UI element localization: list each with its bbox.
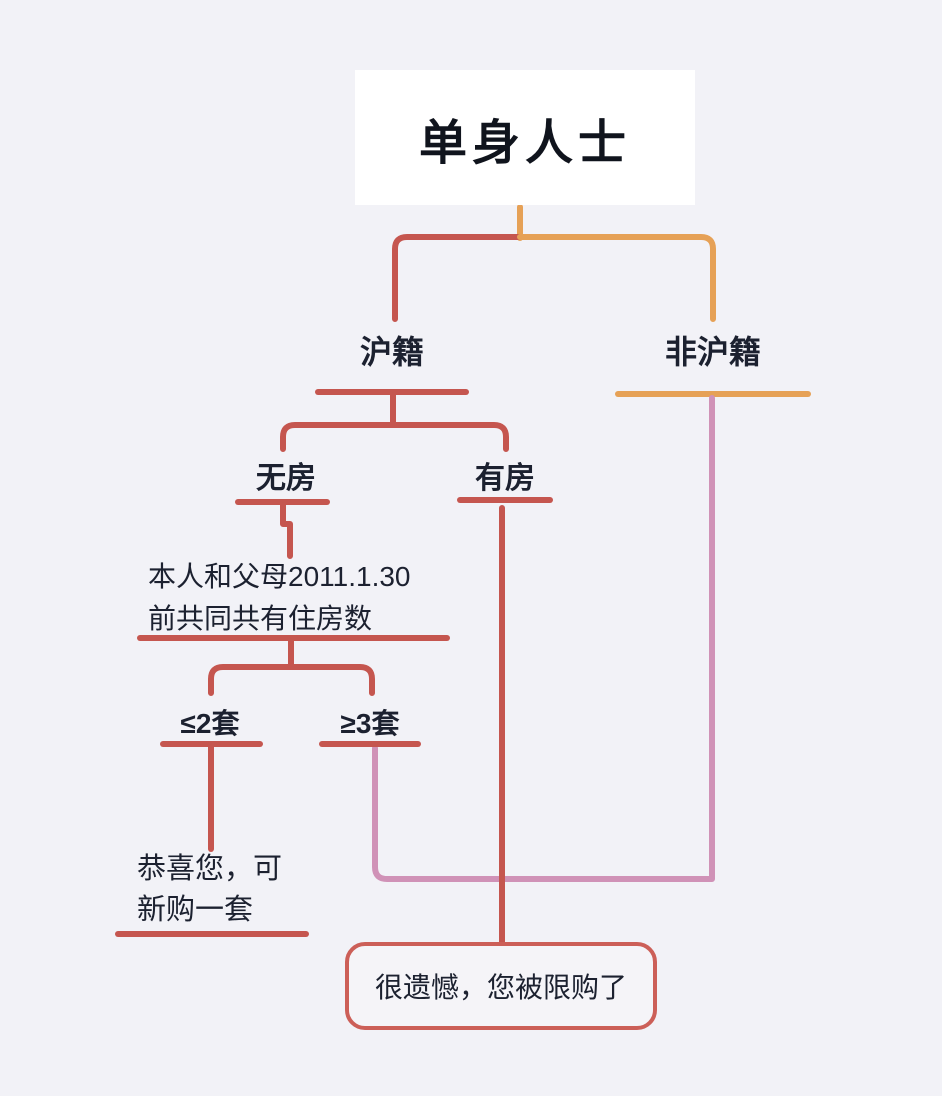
edge-non-shanghai-and-ge3-to-restricted <box>372 395 715 882</box>
node-congrats: 恭喜您，可 新购一套 <box>137 849 282 931</box>
node-shanghai: 沪籍 <box>359 334 424 370</box>
edge-root-to-non-shanghai <box>517 234 716 322</box>
congrats-line-2: 新购一套 <box>137 894 254 926</box>
restricted-label: 很遗憾，您被限购了 <box>374 972 627 1003</box>
node-no-house: 无房 <box>256 462 316 495</box>
node-restricted: 很遗憾，您被限购了 <box>345 942 657 1030</box>
congrats-line-1: 恭喜您，可 <box>137 853 283 885</box>
node-le2: ≤2套 <box>180 708 240 739</box>
node-has-house: 有房 <box>475 462 535 495</box>
condition-line-2: 前共同共有住房数 <box>148 603 373 634</box>
root-node-label: 单身人士 <box>418 116 631 170</box>
node-condition: 本人和父母2011.1.30 前共同共有住房数 <box>148 556 411 640</box>
node-non-shanghai: 非沪籍 <box>664 334 761 370</box>
condition-line-1: 本人和父母2011.1.30 <box>148 561 411 592</box>
edge-no-house-to-condition <box>280 502 293 559</box>
node-ge3: ≥3套 <box>340 708 400 739</box>
root-node: 单身人士 <box>355 70 695 205</box>
edge-shanghai-split <box>280 422 509 452</box>
edge-root-to-shanghai <box>392 234 522 322</box>
edge-condition-split <box>208 664 375 696</box>
